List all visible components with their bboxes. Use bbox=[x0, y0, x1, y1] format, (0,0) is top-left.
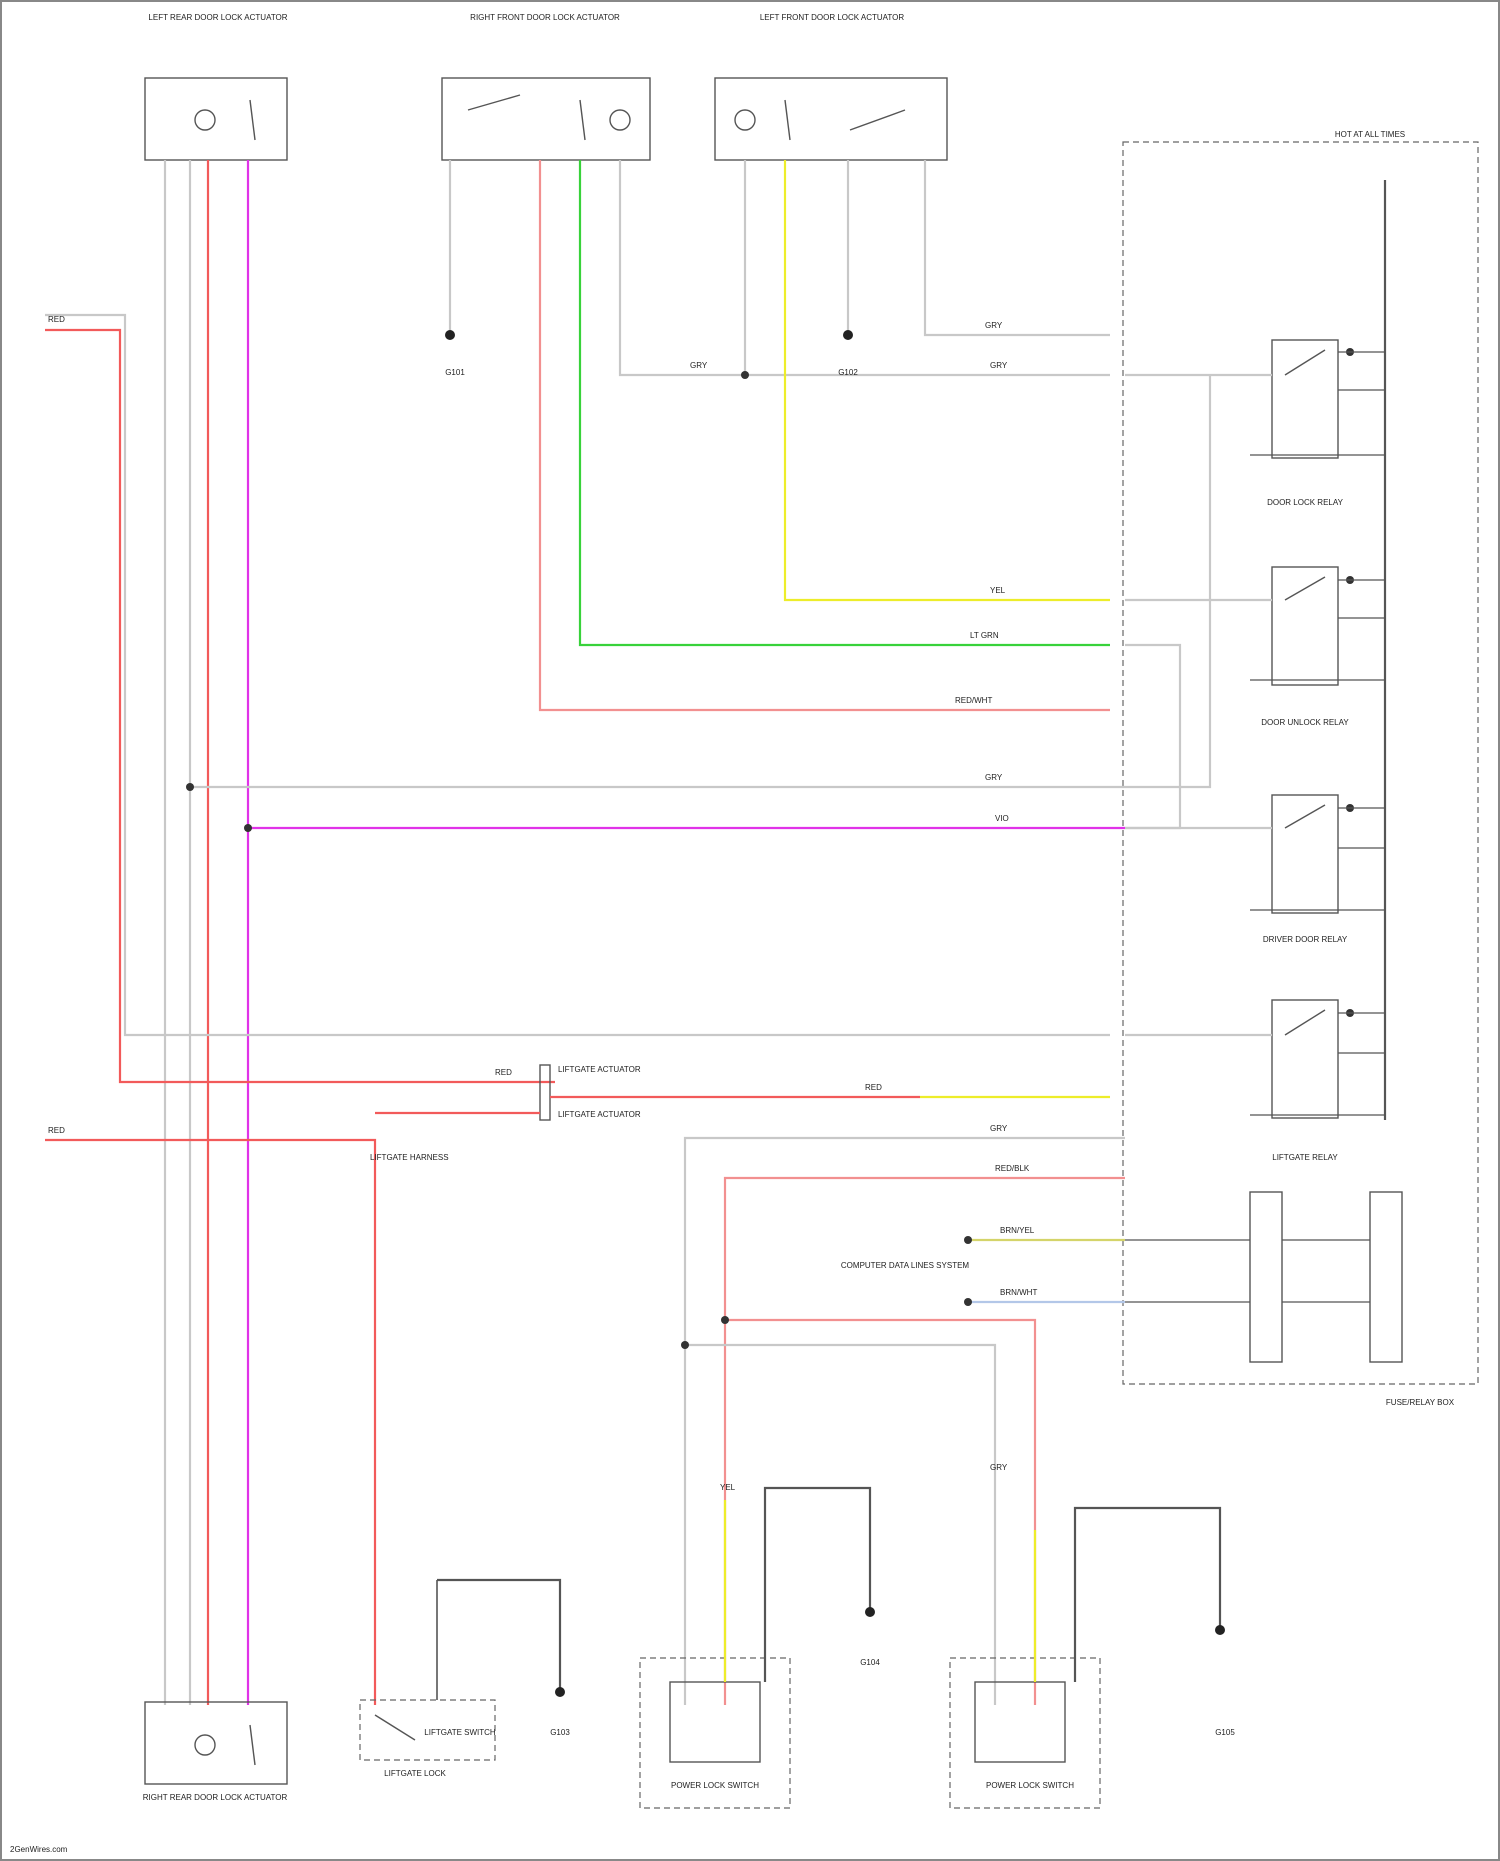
wire-green bbox=[580, 160, 1110, 645]
wire-yellow bbox=[785, 160, 1110, 600]
wire-red-feed-1 bbox=[45, 330, 555, 1082]
computer-label: COMPUTER DATA LINES SYSTEM bbox=[841, 1261, 970, 1270]
power-lock-switch-left: G104 POWER LOCK SWITCH YEL bbox=[640, 1483, 880, 1808]
wire-pink bbox=[540, 160, 1110, 710]
wire-grey-lower-2 bbox=[685, 1345, 995, 1705]
label-red-3: RED bbox=[495, 1068, 512, 1077]
label-green: LT GRN bbox=[970, 631, 999, 640]
label-yellow: YEL bbox=[990, 586, 1006, 595]
ground-lf-label: G102 bbox=[838, 368, 858, 377]
lf-actuator-label: LEFT FRONT DOOR LOCK ACTUATOR bbox=[760, 13, 905, 22]
relay-1-label: DOOR LOCK RELAY bbox=[1267, 498, 1344, 507]
label-yellow-bot: YEL bbox=[720, 1483, 736, 1492]
splice-label-2: LIFTGATE ACTUATOR bbox=[558, 1110, 641, 1119]
relay-4: LIFTGATE RELAY bbox=[1250, 1000, 1385, 1162]
module-component-2 bbox=[1370, 1192, 1402, 1362]
wire-pink-lower bbox=[725, 1178, 1125, 1705]
ground-lower-mid: G104 bbox=[860, 1658, 880, 1667]
rr-actuator-bottom: RIGHT REAR DOOR LOCK ACTUATOR bbox=[143, 1702, 288, 1802]
label-grey-2: GRY bbox=[990, 361, 1008, 370]
label-grey-mid: GRY bbox=[985, 773, 1003, 782]
label-red-1: RED bbox=[48, 315, 65, 324]
label-red-mid: RED bbox=[865, 1083, 882, 1092]
lr-actuator-top: LEFT REAR DOOR LOCK ACTUATOR bbox=[145, 13, 288, 160]
wire-int-2 bbox=[1125, 375, 1210, 787]
label-grey-bot: GRY bbox=[990, 1124, 1008, 1133]
label-grey-1: GRY bbox=[690, 361, 708, 370]
rr-actuator-label: RIGHT REAR DOOR LOCK ACTUATOR bbox=[143, 1793, 288, 1802]
lr-actuator-label: LEFT REAR DOOR LOCK ACTUATOR bbox=[148, 13, 287, 22]
module-box bbox=[1123, 142, 1478, 1384]
wire-grey-feed bbox=[45, 315, 1110, 1035]
relay-1: DOOR LOCK RELAY bbox=[1250, 340, 1385, 507]
wire-red-feed-2 bbox=[45, 1140, 375, 1705]
footer-watermark: 2GenWires.com bbox=[10, 1845, 68, 1854]
label-grey-bot-2: GRY bbox=[990, 1463, 1008, 1472]
ground-lower-right: G105 bbox=[1215, 1728, 1235, 1737]
label-red-2: RED bbox=[48, 1126, 65, 1135]
power-lock-switch-left-label: POWER LOCK SWITCH bbox=[671, 1781, 759, 1790]
module-component-1 bbox=[1250, 1192, 1282, 1362]
rf-actuator-label: RIGHT FRONT DOOR LOCK ACTUATOR bbox=[470, 13, 620, 22]
power-lock-switch-right: G105 POWER LOCK SWITCH GRY bbox=[950, 1463, 1235, 1808]
relay-4-label: LIFTGATE RELAY bbox=[1272, 1153, 1338, 1162]
label-magenta: VIO bbox=[995, 814, 1009, 823]
wire-grey-lower bbox=[685, 1138, 1125, 1705]
splice-label-1: LIFTGATE ACTUATOR bbox=[558, 1065, 641, 1074]
liftgate-lock-label: LIFTGATE LOCK bbox=[384, 1769, 446, 1778]
lf-actuator-top: LEFT FRONT DOOR LOCK ACTUATOR bbox=[715, 13, 947, 160]
module-box-label: FUSE/RELAY BOX bbox=[1386, 1398, 1455, 1407]
label-data-1: BRN/YEL bbox=[1000, 1226, 1035, 1235]
wire-pink-lower-2 bbox=[725, 1320, 1035, 1705]
relay-2: DOOR UNLOCK RELAY bbox=[1250, 567, 1385, 727]
relay-2-label: DOOR UNLOCK RELAY bbox=[1261, 718, 1349, 727]
splice-harness-label: LIFTGATE HARNESS bbox=[370, 1153, 449, 1162]
label-data-2: BRN/WHT bbox=[1000, 1288, 1037, 1297]
relay-3-label: DRIVER DOOR RELAY bbox=[1263, 935, 1348, 944]
label-pink: RED/WHT bbox=[955, 696, 992, 705]
ground-lower-left: G103 bbox=[550, 1728, 570, 1737]
splice-connector bbox=[540, 1065, 550, 1120]
wire-grey-lf-2 bbox=[925, 160, 1110, 335]
liftgate-switch: LIFTGATE SWITCH LIFTGATE LOCK G103 bbox=[360, 1580, 570, 1778]
label-pink-bot: RED/BLK bbox=[995, 1164, 1030, 1173]
relay-3: DRIVER DOOR RELAY bbox=[1250, 795, 1385, 944]
fuse-top-label: HOT AT ALL TIMES bbox=[1335, 130, 1405, 139]
wire-int-4 bbox=[1125, 645, 1180, 828]
ground-rf-label: G101 bbox=[445, 368, 465, 377]
label-grey-3: GRY bbox=[985, 321, 1003, 330]
liftgate-switch-label: LIFTGATE SWITCH bbox=[424, 1728, 496, 1737]
rf-actuator-top: RIGHT FRONT DOOR LOCK ACTUATOR bbox=[442, 13, 650, 160]
power-lock-switch-right-label: POWER LOCK SWITCH bbox=[986, 1781, 1074, 1790]
wire-grey-h-top bbox=[620, 160, 1110, 375]
